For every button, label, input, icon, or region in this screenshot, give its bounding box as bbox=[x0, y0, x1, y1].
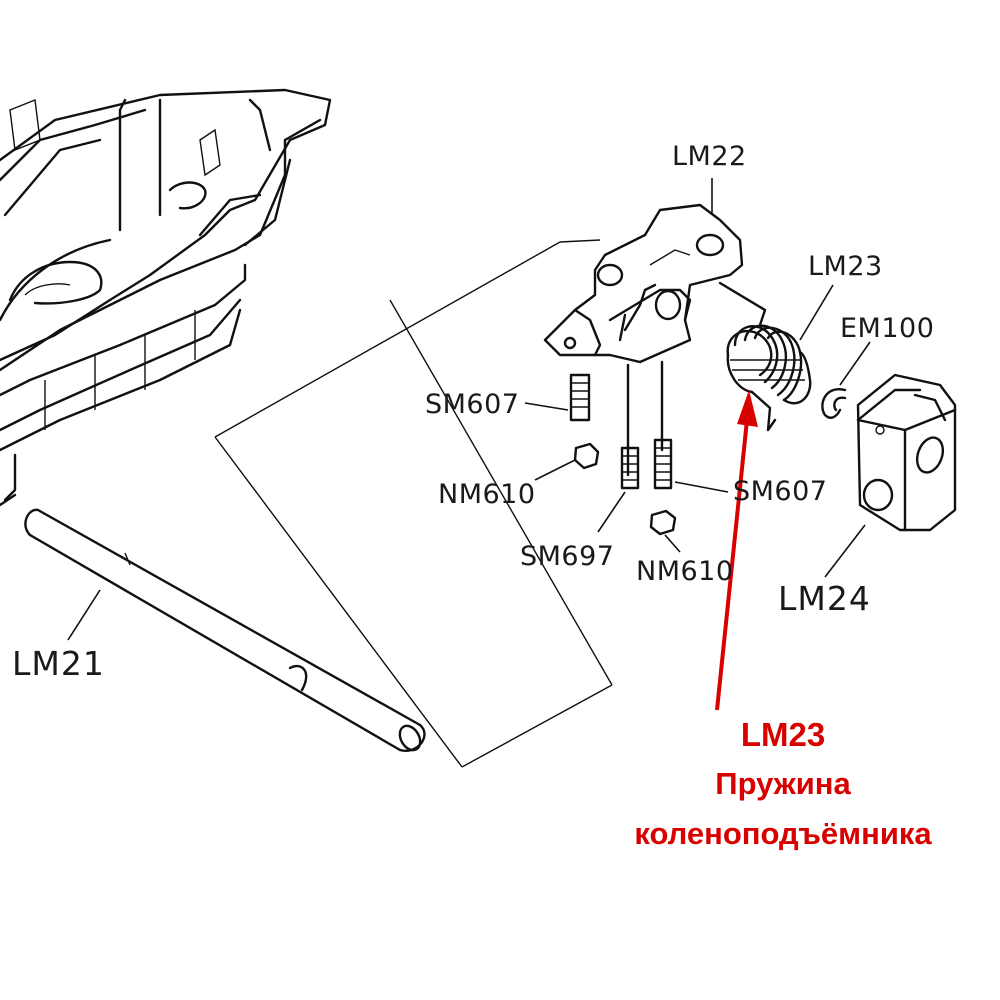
bracket-lm22 bbox=[543, 203, 744, 364]
shaft-lm21 bbox=[24, 508, 426, 752]
leader-nm610-a bbox=[534, 459, 576, 481]
leader-lm21 bbox=[67, 589, 101, 641]
label-lm21: LM21 bbox=[12, 644, 105, 683]
highlight-arrow-line bbox=[715, 419, 749, 711]
leader-sm607-b bbox=[674, 481, 729, 493]
label-nm610-a: NM610 bbox=[438, 479, 536, 510]
highlight-arrow-head bbox=[737, 390, 758, 427]
leader-lm24 bbox=[824, 524, 866, 578]
label-em100: EM100 bbox=[840, 313, 934, 344]
block-lm24 bbox=[856, 373, 957, 532]
ring-em100 bbox=[821, 388, 847, 419]
machine-housing bbox=[0, 88, 332, 507]
leader-sm697 bbox=[597, 491, 626, 533]
leader-sm607-a bbox=[524, 402, 569, 411]
highlight-code: LM23 bbox=[741, 716, 825, 753]
label-nm610-b: NM610 bbox=[636, 556, 734, 587]
leader-lm23 bbox=[799, 284, 834, 341]
screws bbox=[569, 360, 677, 536]
spring-lm23 bbox=[718, 281, 812, 432]
label-sm607-a: SM607 bbox=[425, 389, 519, 420]
label-lm23: LM23 bbox=[808, 251, 883, 282]
leader-em100 bbox=[839, 341, 871, 386]
label-lm24: LM24 bbox=[778, 579, 871, 618]
label-lm22: LM22 bbox=[672, 141, 747, 172]
label-sm697: SM697 bbox=[520, 541, 614, 572]
mounting-plane-outline bbox=[214, 241, 613, 768]
label-sm607-b: SM607 bbox=[733, 476, 827, 507]
highlight-title: Пружина bbox=[715, 766, 851, 801]
highlight-subtitle: коленоподъёмника bbox=[634, 816, 932, 851]
leader-nm610-b bbox=[664, 534, 681, 553]
